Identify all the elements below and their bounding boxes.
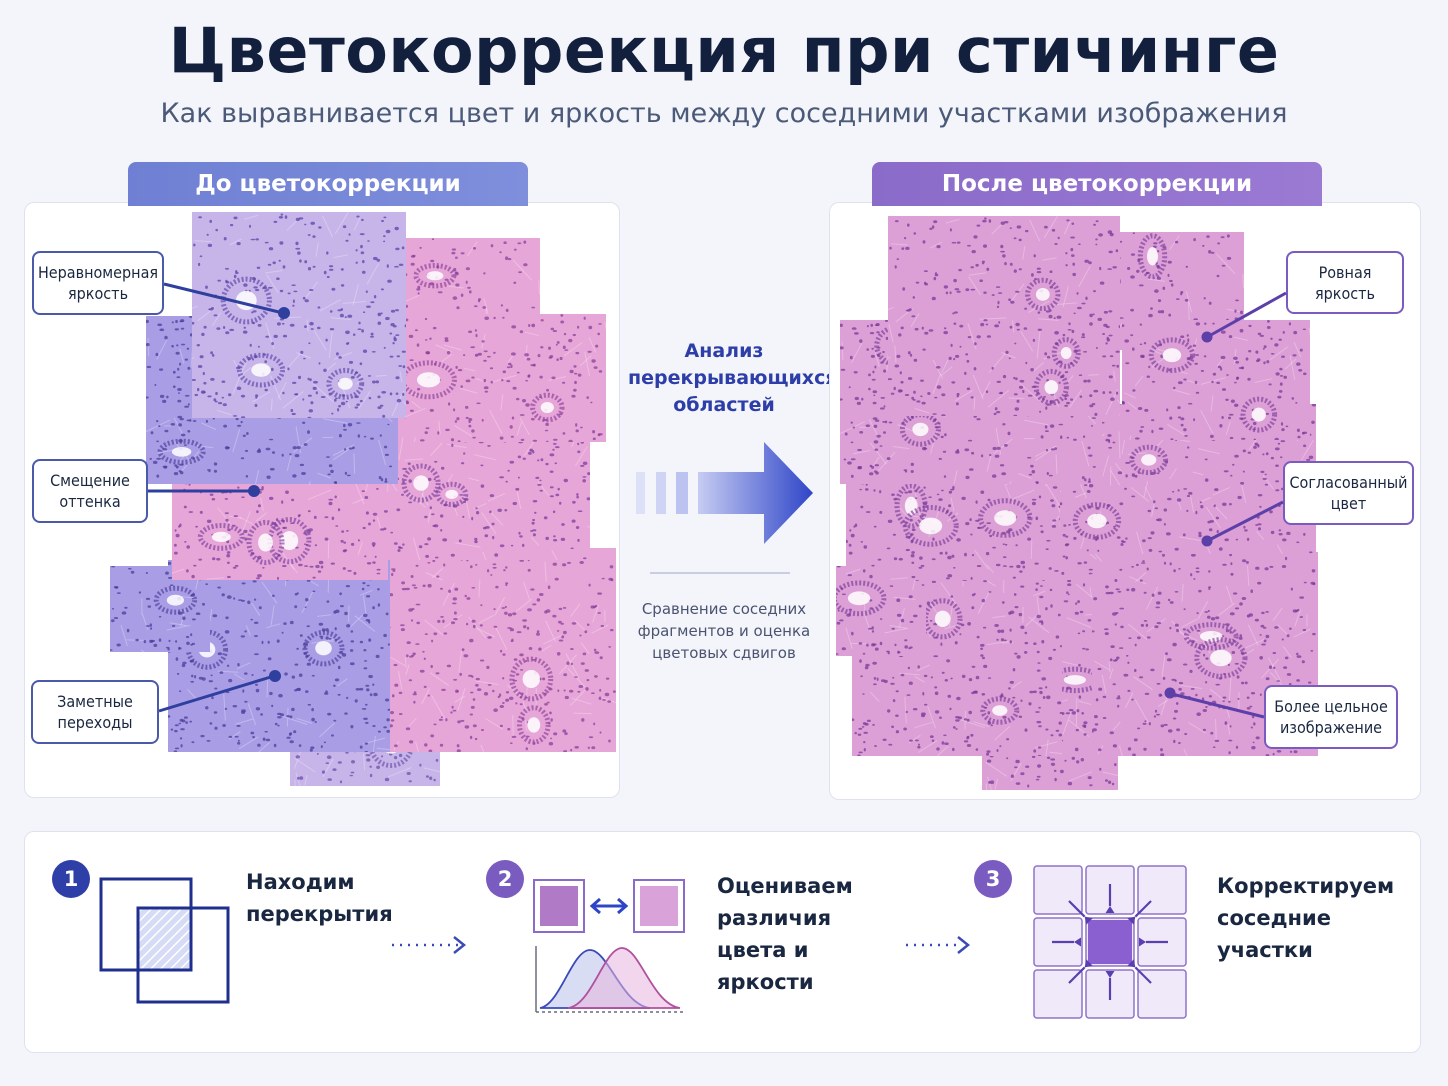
- step-2-badge: 2: [486, 860, 524, 898]
- callout-seamless-image: Более цельное изображение: [1264, 685, 1398, 749]
- callout-even-brightness: Ровная яркость: [1286, 251, 1404, 314]
- step-3-text: Корректируем соседние участки: [1217, 874, 1395, 962]
- before-tile: [406, 314, 606, 442]
- callout-consistent-color-label: Согласованный цвет: [1289, 473, 1408, 513]
- analysis-divider: [650, 572, 790, 574]
- page-title: Цветокоррекция при стичинге: [168, 14, 1280, 87]
- callout-uneven-brightness-label: Неравномерная яркость: [37, 263, 159, 303]
- after-tile: [836, 566, 926, 656]
- step-1-badge: 1: [52, 860, 90, 898]
- callout-hue-shift-label: Смещение оттенка: [50, 471, 130, 511]
- before-tile: [110, 566, 210, 652]
- after-tile: [888, 216, 1120, 416]
- callout-hue-shift: Смещение оттенка: [32, 459, 148, 523]
- analysis-title: Анализ перекрывающихся областей: [628, 340, 838, 416]
- step-1-text: Находим перекрытия: [246, 870, 393, 926]
- callout-consistent-color: Согласованный цвет: [1283, 461, 1414, 525]
- before-tab: До цветокоррекции: [128, 162, 528, 206]
- before-tile: [388, 548, 616, 752]
- callout-visible-seams-label: Заметные переходы: [57, 692, 133, 732]
- callout-visible-seams: Заметные переходы: [31, 680, 159, 744]
- callout-uneven-brightness: Неравномерная яркость: [32, 251, 164, 315]
- after-tile: [1122, 320, 1310, 440]
- callout-even-brightness-label: Ровная яркость: [1314, 262, 1376, 303]
- big-arrow-icon: [636, 442, 813, 544]
- step-2-text-label: Оцениваем различия цвета и яркости: [717, 874, 853, 994]
- step-2-text: Оцениваем различия цвета и яркости: [717, 870, 897, 998]
- callout-seamless-image-label: Более цельное изображение: [1274, 697, 1388, 737]
- before-tile: [192, 212, 406, 418]
- analysis-note: Сравнение соседних фрагментов и оценка ц…: [637, 600, 811, 662]
- step-3-badge: 3: [974, 860, 1012, 898]
- steps-panel: [24, 831, 1421, 1053]
- page-subtitle: Как выравнивается цвет и яркость между с…: [160, 98, 1288, 129]
- after-tab: После цветокоррекции: [872, 162, 1322, 206]
